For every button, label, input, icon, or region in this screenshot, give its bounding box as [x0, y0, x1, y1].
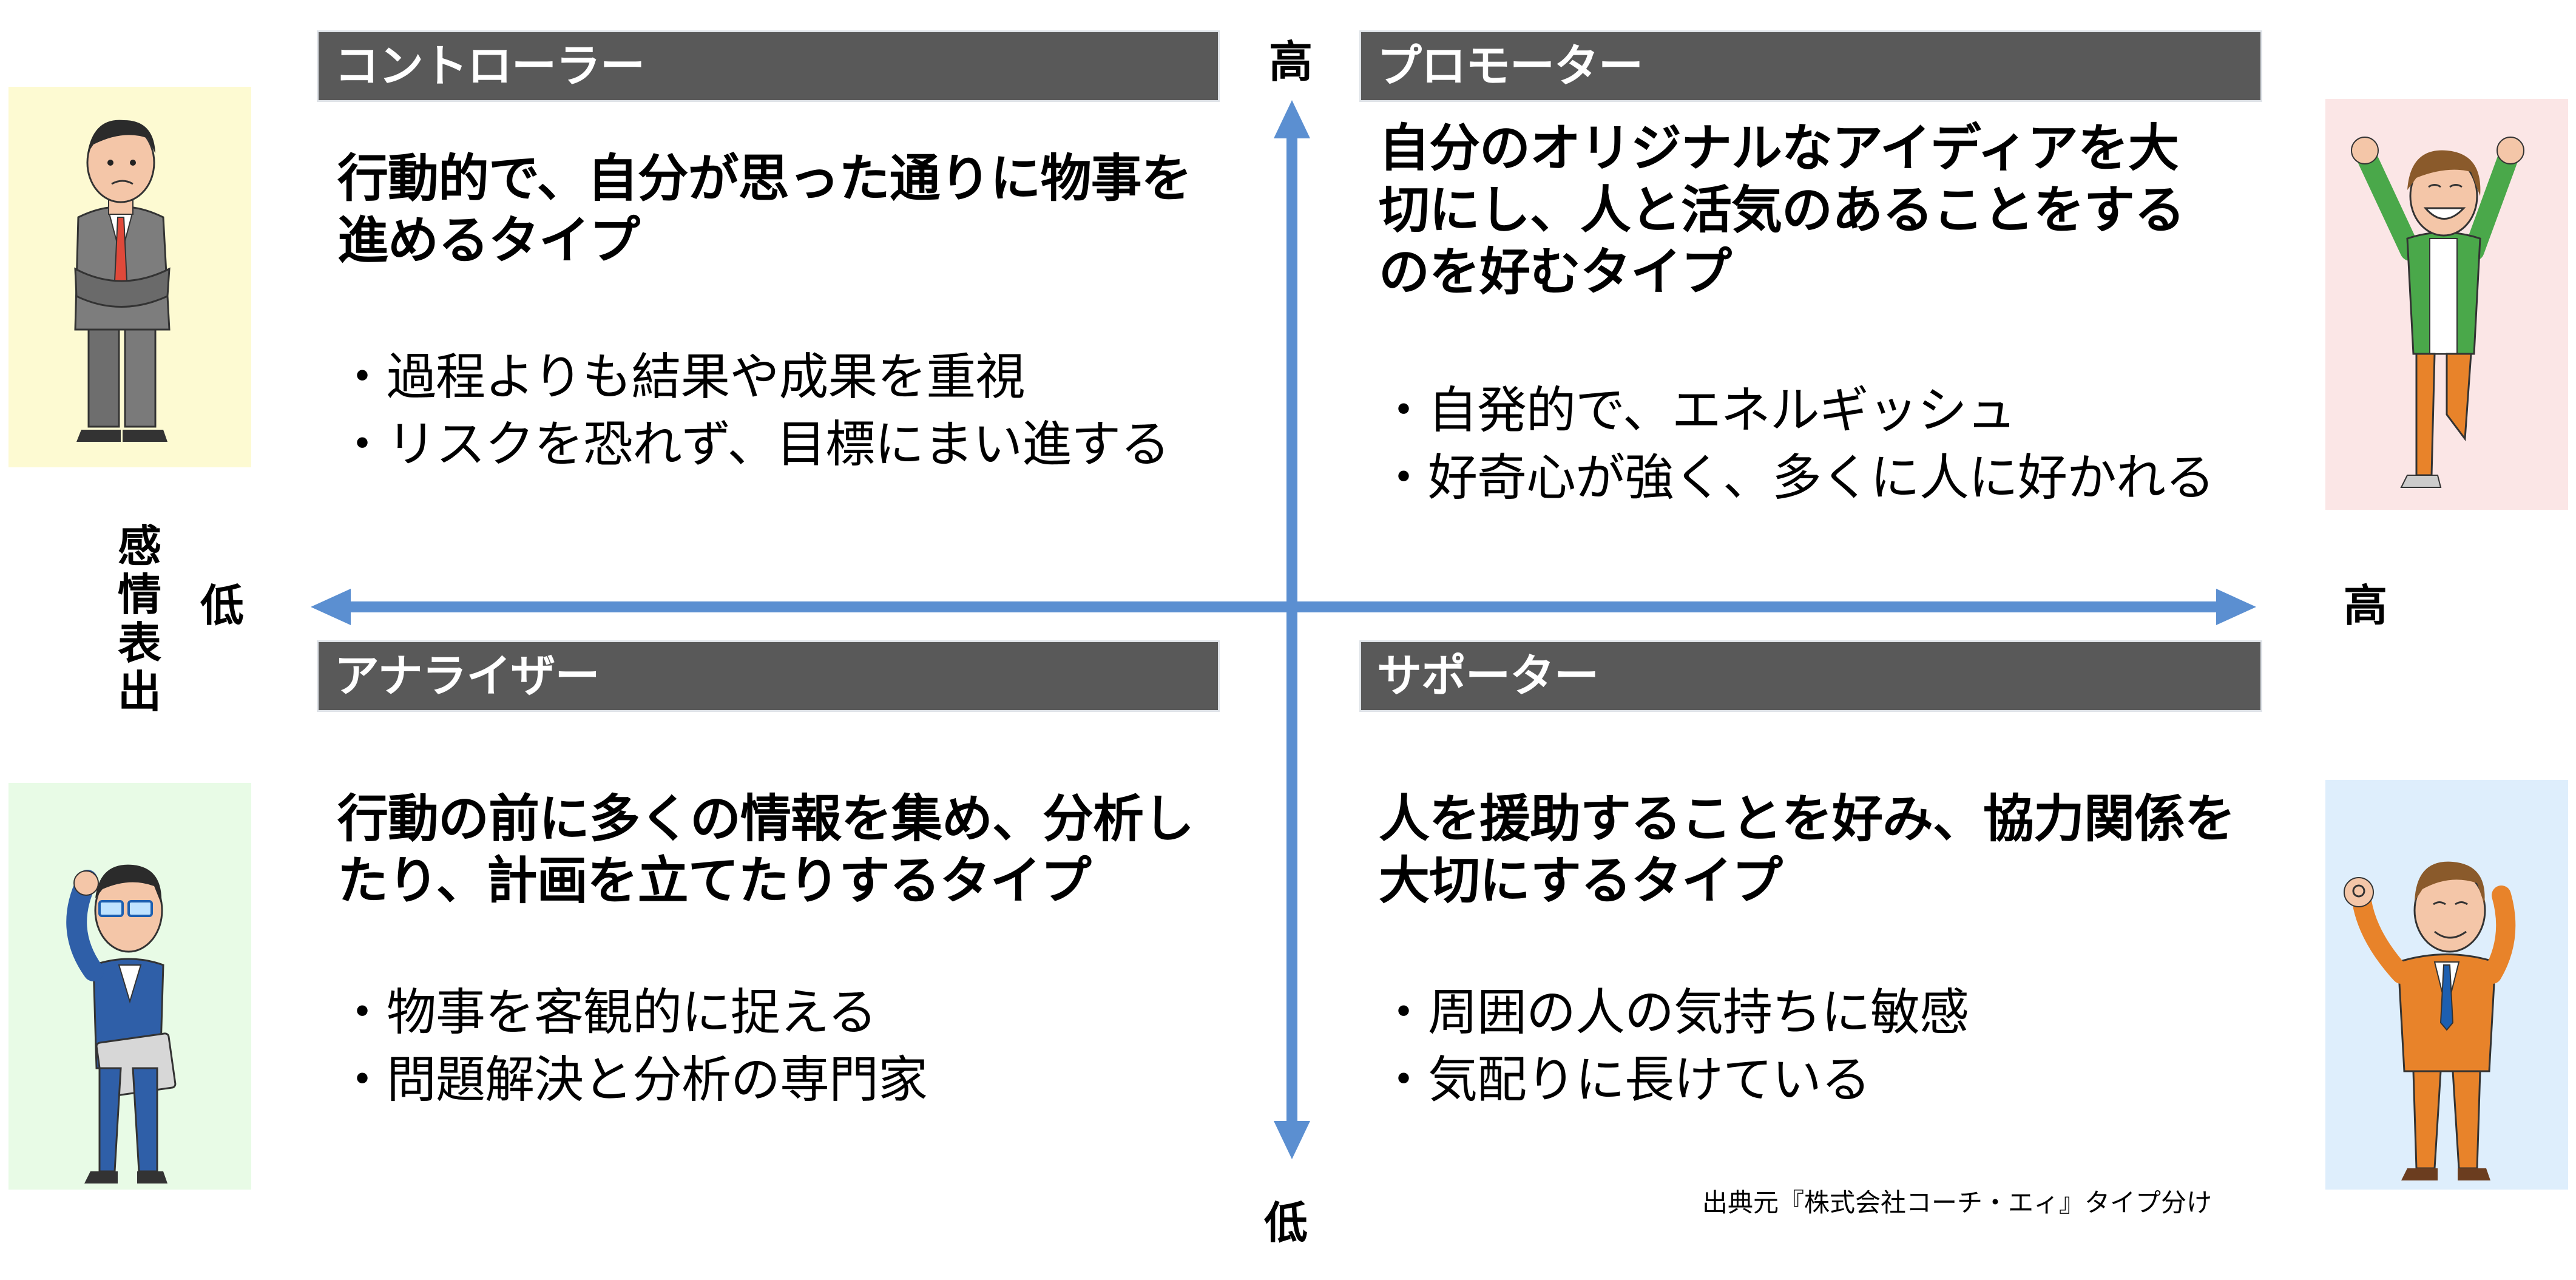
list-item: ・過程よりも結果や成果を重視 [337, 348, 1025, 406]
horizontal-axis-arrowhead-left [311, 589, 351, 625]
list-item: ・周囲の人の気持ちに敏感 [1379, 984, 1969, 1041]
vertical-axis-high-label: 高 [1269, 36, 1313, 87]
supporter-description: 人を援助することを好み、協力関係を大切にするタイプ [1379, 789, 2236, 910]
controller-header: コントローラー [317, 30, 1220, 102]
controller-description: 行動的で、自分が思った通りに物事を進めるタイプ [337, 149, 1192, 270]
list-item: ・好奇心が強く、多くに人に好かれる [1379, 449, 2215, 507]
axis-title-char: 情 [117, 569, 161, 620]
promoter-figure [2325, 99, 2568, 510]
axis-title-char: 感 [117, 521, 161, 572]
analyzer-header: アナライザー [317, 640, 1220, 712]
horizontal-axis-high-label: 高 [2344, 580, 2388, 631]
analyzer-illustration [8, 783, 251, 1190]
promoter-illustration [2325, 99, 2568, 510]
promoter-bullets: ・自発的で、エネルギッシュ ・好奇心が強く、多くに人に好かれる [1379, 377, 2253, 512]
analyzer-figure [8, 783, 251, 1190]
list-item: ・気配りに長けている [1379, 1051, 1871, 1109]
supporter-header: サポーター [1359, 640, 2262, 712]
supporter-illustration [2325, 780, 2568, 1190]
horizontal-axis-low-label: 低 [200, 580, 245, 631]
supporter-bullets: ・周囲の人の気持ちに敏感 ・気配りに長けている [1379, 979, 2253, 1114]
list-item: ・リスクを恐れず、目標にまい進する [337, 416, 1170, 473]
horizontal-axis-arrowhead-right [2216, 589, 2256, 625]
vertical-axis-arrowhead-bottom [1274, 1121, 1310, 1159]
promoter-header: プロモーター [1359, 30, 2262, 102]
axis-title-char: 出 [117, 666, 161, 717]
analyzer-bullets: ・物事を客観的に捉える ・問題解決と分析の専門家 [337, 979, 1211, 1114]
list-item: ・自発的で、エネルギッシュ [1379, 382, 2017, 439]
controller-figure [8, 87, 251, 467]
source-citation: 出典元『株式会社コーチ・エィ』タイプ分け [1702, 1188, 2213, 1217]
promoter-description: 自分のオリジナルなアイディアを大切にし、人と活気のあることをするのを好むタイプ [1379, 118, 2185, 302]
controller-illustration [8, 87, 251, 467]
axis-title-char: 表 [117, 618, 161, 669]
supporter-figure [2325, 780, 2568, 1190]
list-item: ・物事を客観的に捉える [337, 984, 877, 1041]
vertical-axis-low-label: 低 [1264, 1197, 1308, 1248]
list-item: ・問題解決と分析の専門家 [337, 1051, 928, 1109]
horizontal-axis-title: 感 情 表 出 [115, 522, 164, 716]
analyzer-description: 行動の前に多くの情報を集め、分析したり、計画を立てたりするタイプ [337, 789, 1194, 910]
controller-bullets: ・過程よりも結果や成果を重視 ・リスクを恐れず、目標にまい進する [337, 344, 1211, 478]
vertical-axis-arrowhead-top [1274, 100, 1310, 138]
